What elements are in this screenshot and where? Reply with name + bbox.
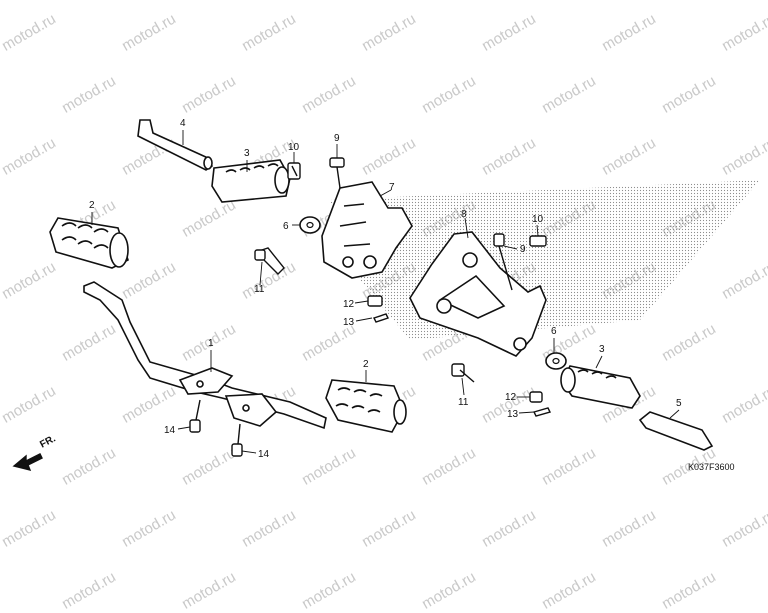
part-2-peg-rubber-left (49, 217, 129, 269)
direction-label: FR. (38, 433, 58, 450)
callout-4: 4 (180, 118, 186, 129)
bolt-11-right (451, 363, 475, 383)
part-1-bar (83, 281, 327, 430)
callout-5: 5 (676, 398, 682, 409)
bolt-9-left (329, 157, 345, 189)
cotter-13-right (532, 407, 552, 417)
callout-13: 13 (507, 409, 519, 420)
callout-14: 14 (164, 425, 176, 436)
callout-12: 12 (343, 299, 355, 310)
cotter-13-left (373, 313, 389, 323)
callout-6: 6 (551, 326, 557, 337)
callout-8: 8 (461, 209, 467, 220)
nut-12-right (529, 391, 543, 403)
callout-11: 11 (458, 397, 469, 408)
bolt-14-left (189, 399, 201, 433)
callout-2: 2 (363, 359, 369, 370)
callout-6: 6 (283, 221, 289, 232)
bolt-9-right (493, 233, 513, 291)
diagram-code: K037F3600 (688, 462, 735, 472)
callout-9: 9 (520, 244, 526, 255)
nut-12-left (367, 295, 383, 307)
callout-3: 3 (599, 344, 605, 355)
callout-3: 3 (244, 148, 250, 159)
part-2-peg-rubber-right (325, 379, 407, 433)
callout-10: 10 (288, 142, 300, 153)
part-5-pin (638, 411, 714, 451)
callout-9: 9 (334, 133, 340, 144)
part-3-peg-rubber (211, 159, 291, 203)
part-8-bracket (409, 231, 547, 357)
callouts: 4 3 2 10 9 7 6 11 12 13 8 10 9 6 3 5 11 … (89, 118, 682, 460)
bolt-11-left (254, 247, 285, 275)
bolt-10-left (287, 162, 301, 180)
callout-13: 13 (343, 317, 355, 328)
callout-11: 11 (254, 284, 265, 295)
parts-diagram: 4 3 2 10 9 7 6 11 12 13 8 10 9 6 3 5 11 … (12, 118, 760, 472)
stipple-area (330, 180, 760, 340)
part-4-pin (137, 119, 214, 171)
callout-7: 7 (389, 182, 395, 193)
part-7-bracket (321, 181, 413, 279)
callout-10: 10 (532, 214, 544, 225)
arrow-left-icon (12, 453, 43, 472)
callout-14: 14 (258, 449, 270, 460)
bolt-10-right (529, 235, 547, 247)
part-3-peg-rubber-right (560, 365, 641, 409)
direction-indicator: FR. (12, 433, 58, 472)
callout-1: 1 (208, 338, 214, 349)
callout-2: 2 (89, 200, 95, 211)
bolt-14-right (231, 423, 243, 457)
callout-12: 12 (505, 392, 517, 403)
leader-lines (91, 130, 680, 454)
